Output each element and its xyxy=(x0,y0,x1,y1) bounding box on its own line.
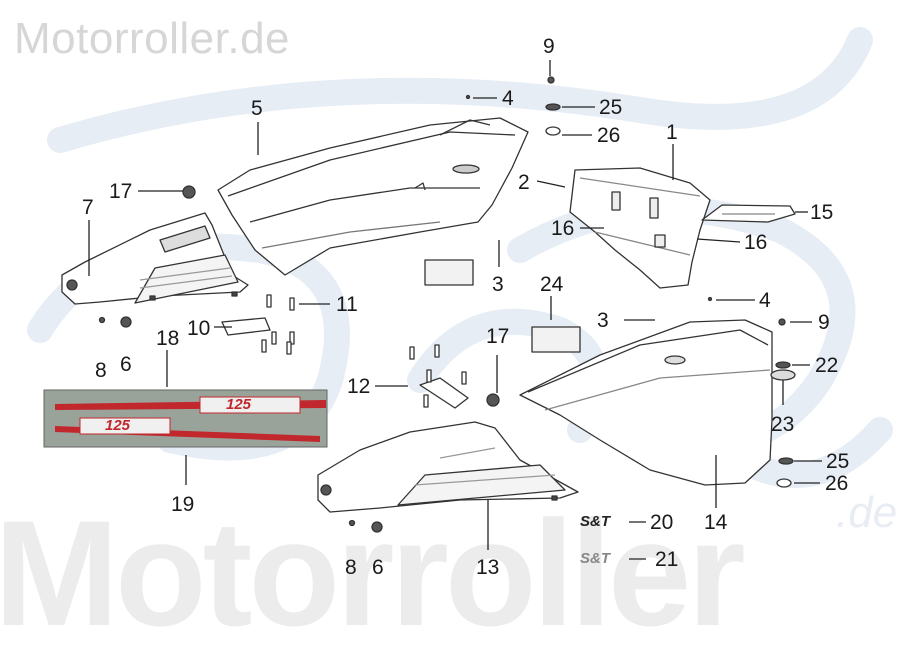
callout-16: 16 xyxy=(551,217,575,240)
callout-6: 6 xyxy=(120,353,132,376)
part-5-upper-left-cover xyxy=(217,117,529,276)
part-10-bracket xyxy=(221,317,271,336)
callout-4: 4 xyxy=(759,289,771,312)
callout-5: 5 xyxy=(251,97,263,120)
callout-19: 19 xyxy=(171,493,195,516)
callout-8: 8 xyxy=(345,556,357,579)
part-17-fastener-b xyxy=(486,393,500,407)
part-12-bracket xyxy=(419,377,469,409)
part-23-washer xyxy=(770,369,796,381)
callout-26: 26 xyxy=(825,472,849,495)
callout-20: 20 xyxy=(650,511,674,534)
callout-17: 17 xyxy=(109,180,133,203)
part-19-decal-sheet xyxy=(43,389,328,448)
part-6-screw-a xyxy=(120,316,132,328)
callout-2: 2 xyxy=(518,171,530,194)
part-25-washer-b xyxy=(778,457,794,465)
part-4-pin-b xyxy=(707,296,713,302)
callout-10: 10 xyxy=(187,317,211,340)
callout-23: 23 xyxy=(771,413,795,436)
part-14-right-side-cover xyxy=(519,319,773,486)
callout-14: 14 xyxy=(704,511,728,534)
part-8-nut-a xyxy=(98,316,106,324)
part-9-screw-a xyxy=(547,76,555,84)
part-26-grommet-b xyxy=(776,478,792,488)
part-9-screw-b xyxy=(778,318,786,326)
part-17-fastener-a xyxy=(182,185,196,199)
callout-18: 18 xyxy=(156,327,180,350)
callout-4: 4 xyxy=(502,87,514,110)
callout-7: 7 xyxy=(82,196,94,219)
callout-26: 26 xyxy=(597,124,621,147)
part-26-grommet-a xyxy=(545,126,561,136)
callout-9: 9 xyxy=(543,35,555,58)
callout-3: 3 xyxy=(492,273,504,296)
callout-8: 8 xyxy=(95,359,107,382)
decal-text-upper: 125 xyxy=(226,396,252,413)
part-13-right-side-cover xyxy=(317,421,579,513)
callout-11: 11 xyxy=(336,293,358,316)
part-24-pad-b xyxy=(531,326,581,353)
part-4-pin-a xyxy=(465,94,471,100)
part-25-washer-a xyxy=(545,103,561,111)
watermark-suffix: .de xyxy=(836,488,898,537)
callout-1: 1 xyxy=(666,121,678,144)
callout-17: 17 xyxy=(486,325,510,348)
callout-22: 22 xyxy=(815,354,839,377)
watermark-text-top: Motorroller.de xyxy=(14,14,291,63)
part-6-screw-b xyxy=(371,521,383,533)
decal-text-lower: 125 xyxy=(105,417,131,434)
part-20-brand-mark: S&T xyxy=(580,513,610,530)
parts-drawing xyxy=(43,60,822,560)
part-15-trim-piece xyxy=(701,204,796,223)
part-11-clips xyxy=(261,294,467,408)
leader-lines xyxy=(88,60,822,560)
callout-13: 13 xyxy=(476,556,500,579)
part-1-inner-panel xyxy=(569,167,711,289)
callout-12: 12 xyxy=(347,375,371,398)
part-24-pad xyxy=(424,259,474,286)
part-8-nut-b xyxy=(348,519,356,527)
callout-15: 15 xyxy=(810,201,834,224)
callout-25: 25 xyxy=(599,96,623,119)
exploded-parts-diagram: Motorroller.de Motorroller .de xyxy=(0,14,898,648)
callout-24: 24 xyxy=(540,273,564,296)
part-21-brand-mark: S&T xyxy=(580,550,610,567)
callout-3: 3 xyxy=(597,309,609,332)
callout-16: 16 xyxy=(744,231,768,254)
callout-6: 6 xyxy=(372,556,384,579)
callout-25: 25 xyxy=(826,450,850,473)
part-7-left-side-cover xyxy=(61,212,249,305)
callout-21: 21 xyxy=(655,548,679,571)
callout-9: 9 xyxy=(818,311,830,334)
part-22-washer xyxy=(775,361,791,369)
